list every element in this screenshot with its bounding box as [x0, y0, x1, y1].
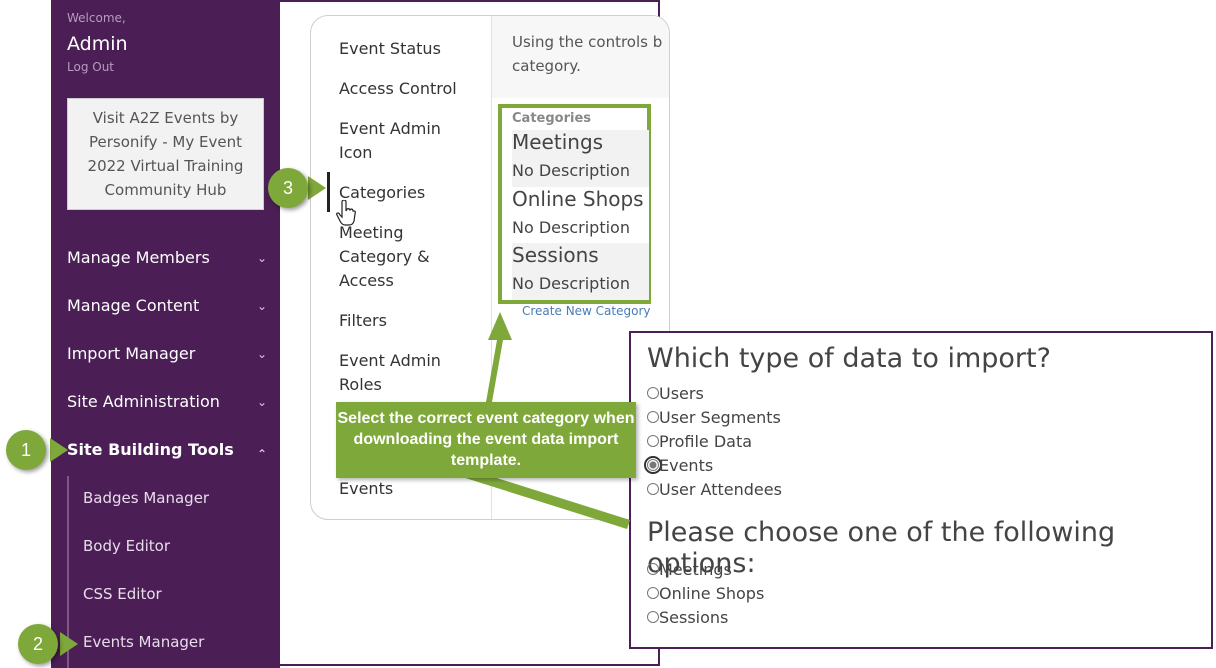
radio-button[interactable]: [647, 483, 659, 495]
import-type-panel: Which type of data to import? Users User…: [629, 331, 1213, 649]
submenu-rail: [67, 476, 69, 668]
welcome-text: Welcome,: [67, 11, 126, 25]
intro-text: Using the controls b category.: [512, 30, 669, 78]
menu-events[interactable]: Events: [339, 479, 394, 498]
category-row[interactable]: Online Shops No Description: [512, 187, 649, 244]
radio-label: Sessions: [659, 608, 729, 627]
chevron-down-icon: ⌄: [256, 299, 267, 313]
radio-button[interactable]: [647, 563, 659, 575]
category-name: Sessions: [512, 243, 599, 267]
radio-button[interactable]: [647, 387, 659, 399]
nav-site-building-tools[interactable]: Site Building Tools ⌃: [67, 436, 267, 464]
category-description: No Description: [512, 218, 630, 237]
create-category-link[interactable]: Create New Category: [522, 304, 651, 318]
arrow-to-categories: [486, 312, 512, 402]
hand-cursor-icon: [336, 200, 356, 226]
arrow-to-import: [440, 462, 630, 529]
radio-label: Profile Data: [659, 432, 753, 451]
chevron-down-icon: ⌄: [256, 395, 267, 409]
nav-manage-content[interactable]: Manage Content ⌄: [67, 292, 267, 320]
radio-button[interactable]: [647, 587, 659, 599]
category-row[interactable]: Meetings No Description: [512, 130, 649, 187]
menu-filters[interactable]: Filters: [339, 311, 387, 330]
intro-background: [492, 16, 669, 98]
sub-item-badges-manager[interactable]: Badges Manager: [83, 489, 210, 507]
user-name: Admin: [67, 33, 128, 55]
badge-tail: [60, 632, 78, 656]
menu-event-status[interactable]: Event Status: [339, 39, 441, 58]
badge-tail: [308, 176, 326, 200]
step-badge-3: 3: [268, 168, 308, 208]
active-indicator: [327, 172, 330, 212]
radio-button-selected[interactable]: [644, 456, 662, 474]
categories-list: Categories Meetings No Description Onlin…: [498, 104, 651, 304]
tip-callout: Select the correct event category when d…: [336, 402, 636, 478]
nav-site-administration[interactable]: Site Administration ⌄: [67, 388, 267, 416]
community-hub-button[interactable]: Visit A2Z Events by Personify - My Event…: [67, 98, 264, 210]
chevron-up-icon: ⌃: [256, 447, 267, 461]
category-name: Meetings: [512, 130, 604, 154]
radio-label: User Attendees: [659, 480, 782, 499]
category-name: Online Shops: [512, 187, 644, 211]
intro-line: category.: [512, 57, 581, 75]
radio-events[interactable]: Events: [644, 455, 714, 477]
menu-event-admin-icon[interactable]: Event Admin Icon: [339, 119, 441, 162]
sub-item-css-editor[interactable]: CSS Editor: [83, 585, 162, 603]
radio-button[interactable]: [647, 611, 659, 623]
chevron-down-icon: ⌄: [256, 251, 267, 265]
radio-button[interactable]: [647, 435, 659, 447]
radio-user-segments[interactable]: User Segments: [647, 407, 781, 429]
category-description: No Description: [512, 274, 630, 293]
radio-button[interactable]: [647, 411, 659, 423]
frame-top-border: [280, 0, 660, 2]
nav-label: Import Manager: [67, 344, 196, 363]
step-badge-1: 1: [6, 430, 46, 470]
logout-link[interactable]: Log Out: [67, 60, 115, 74]
radio-profile-data[interactable]: Profile Data: [647, 431, 752, 453]
nav-label: Site Administration: [67, 392, 220, 411]
intro-line: Using the controls b: [512, 33, 663, 51]
menu-event-admin-roles[interactable]: Event Admin Roles: [339, 351, 441, 394]
step-badge-2: 2: [18, 624, 58, 664]
chevron-down-icon: ⌄: [256, 347, 267, 361]
radio-user-attendees[interactable]: User Attendees: [647, 479, 782, 501]
import-question: Which type of data to import?: [647, 343, 1051, 374]
menu-categories[interactable]: Categories: [339, 183, 426, 202]
badge-tail: [50, 438, 68, 462]
categories-header: Categories: [512, 111, 592, 126]
radio-sessions[interactable]: Sessions: [647, 607, 728, 629]
category-description: No Description: [512, 161, 630, 180]
radio-label: Meetings: [659, 560, 732, 579]
category-row[interactable]: Sessions No Description: [512, 243, 649, 300]
sidebar: Welcome, Admin Log Out Visit A2Z Events …: [51, 0, 280, 668]
radio-users[interactable]: Users: [647, 383, 704, 405]
nav-manage-members[interactable]: Manage Members ⌄: [67, 244, 267, 272]
radio-label: Events: [659, 456, 714, 475]
sub-item-body-editor[interactable]: Body Editor: [83, 537, 171, 555]
radio-meetings[interactable]: Meetings: [647, 559, 732, 581]
radio-online-shops[interactable]: Online Shops: [647, 583, 764, 605]
nav-label: Manage Content: [67, 296, 200, 315]
nav-label: Manage Members: [67, 248, 210, 267]
panel-divider: [491, 16, 492, 519]
nav-label: Site Building Tools: [67, 440, 234, 459]
radio-label: Online Shops: [659, 584, 765, 603]
sub-item-events-manager[interactable]: Events Manager: [83, 633, 205, 651]
menu-meeting-category-access[interactable]: Meeting Category & Access: [339, 223, 430, 290]
nav-import-manager[interactable]: Import Manager ⌄: [67, 340, 267, 368]
radio-label: Users: [659, 384, 704, 403]
menu-access-control[interactable]: Access Control: [339, 79, 457, 98]
options-question: Please choose one of the following optio…: [647, 517, 1116, 579]
radio-label: User Segments: [659, 408, 781, 427]
